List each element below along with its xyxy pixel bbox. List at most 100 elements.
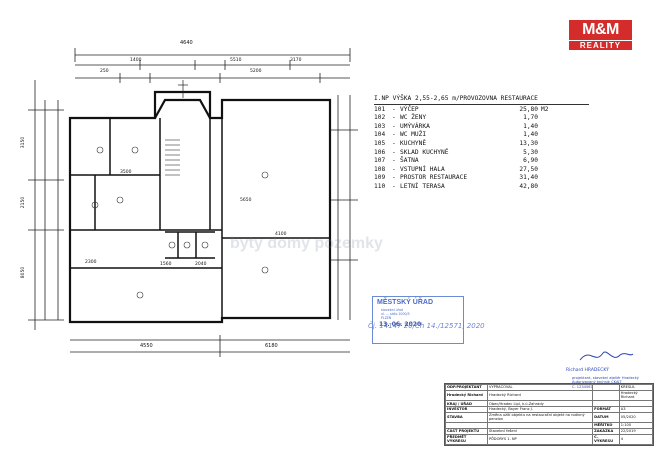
title-block-cell: PŘEDMĚT VÝKRESU	[445, 433, 488, 446]
dim-top-2: 5200	[250, 69, 262, 74]
legend-num: 102	[374, 114, 386, 122]
legend-area: 1,40	[523, 131, 538, 139]
dim-top-4: 1400	[130, 58, 142, 63]
stamp-line: PLZEŇ	[381, 316, 392, 320]
legend-area: 1,70	[523, 114, 538, 122]
title-block-cell: STAVBA	[445, 411, 488, 424]
title-block-cell: Změna užití objektu na restaurační objek…	[486, 411, 594, 424]
legend-dash: -	[392, 182, 396, 190]
title-block-cell: 05/2020	[618, 411, 654, 424]
signature-scribble	[579, 351, 634, 361]
legend-area: 13,30	[519, 139, 538, 147]
title-block-cell: DATUM	[592, 411, 620, 424]
signature-name: Richard HRADECKÝ	[566, 368, 609, 373]
dim-inner-2: 3500	[120, 170, 132, 175]
legend-dash: -	[392, 148, 396, 156]
legend-num: 104	[374, 131, 386, 139]
room-legend: I.NP VÝŠKA 2,55-2,65 m/PROVOZOVNA RESTAU…	[374, 95, 589, 192]
legend-num: 106	[374, 148, 386, 156]
legend-dash: -	[392, 114, 396, 122]
legend-area: 31,40	[519, 174, 538, 182]
dim-bottom-1: 4550	[140, 343, 153, 349]
legend-name: SKLAD KUCHYNĚ	[400, 148, 449, 156]
legend-area: 27,50	[519, 165, 538, 173]
dim-left-2: 2150	[21, 196, 27, 209]
dim-top-1: 250	[100, 69, 109, 74]
legend-row: 108-VSTUPNÍ HALA 27,50	[374, 166, 589, 175]
logo-reality: REALITY	[569, 41, 632, 50]
dim-left-3: 8050	[21, 266, 27, 279]
legend-num: 108	[374, 165, 386, 173]
legend-area: 5,30	[523, 148, 538, 156]
stamp-line: ul. ... sídlo 1000/5	[381, 312, 410, 316]
legend-area: 1,40	[523, 122, 538, 130]
logo-mm: M&M	[569, 20, 632, 40]
legend-name: KUCHYNĚ	[400, 139, 427, 147]
legend-num: 103	[374, 122, 386, 130]
legend-name: PROSTOR RESTAURACE	[400, 174, 468, 182]
dim-top-5: 5510	[230, 58, 242, 63]
legend-num: 109	[374, 174, 386, 182]
stamp-title: MĚSTSKÝ ÚŘAD	[377, 299, 434, 306]
legend-row: 104-WC MUŽI 1,40	[374, 131, 589, 140]
legend-area: 42,80	[519, 182, 538, 190]
legend-dash: -	[392, 157, 396, 165]
legend-row: 102-WC ŽENY 1,70	[374, 114, 589, 123]
legend-name: VÝČEP	[400, 105, 419, 113]
legend-dash: -	[392, 122, 396, 130]
dim-inner-6: 2040	[195, 262, 207, 267]
legend-dash: -	[392, 131, 396, 139]
signature-line: Autorizovaný technik ČKAIT	[572, 380, 622, 385]
legend-num: 107	[374, 157, 386, 165]
legend-dash: -	[392, 174, 396, 182]
stamp-line: stavební úřad	[381, 308, 403, 312]
title-block-cell: Č. VÝKRESU	[592, 433, 620, 446]
title-block-cell: Hradecký Richard	[486, 389, 594, 402]
legend-header: I.NP VÝŠKA 2,55-2,65 m/PROVOZOVNA RESTAU…	[374, 95, 589, 105]
legend-num: 101	[374, 105, 386, 113]
legend-name: ŠATNA	[400, 157, 419, 165]
dim-top-3: 3170	[290, 58, 302, 63]
legend-unit: M2	[541, 105, 549, 113]
dim-inner-4: 4100	[275, 232, 287, 237]
legend-name: WC ŽENY	[400, 114, 427, 122]
legend-row: 103-UMÝVÁRKA 1,40	[374, 123, 589, 132]
legend-name: WC MUŽI	[400, 131, 427, 139]
legend-name: UMÝVÁRKA	[400, 122, 430, 130]
handwritten-reference: Čj. 14147 20/Ch 14./12571, 2020	[368, 322, 485, 330]
legend-dash: -	[392, 139, 396, 147]
title-block-cell: 4	[618, 433, 654, 446]
legend-area: 6,90	[523, 157, 538, 165]
dim-inner-3: 5650	[240, 198, 252, 203]
title-block-cell	[592, 389, 620, 402]
dim-top-total: 4640	[180, 40, 193, 46]
office-stamp: MĚSTSKÝ ÚŘAD stavební úřad ul. ... sídlo…	[372, 296, 464, 344]
dim-inner-1: 2300	[85, 260, 97, 265]
legend-name: LETNÍ TERASA	[400, 182, 445, 190]
legend-row: 107-ŠATNA 6,90	[374, 157, 589, 166]
dim-left-1: 3150	[21, 136, 27, 149]
title-block-cell: Hradecký Richard	[445, 389, 488, 402]
title-block-cell: PŮDORYS 1. NP	[486, 433, 594, 446]
legend-row: 109-PROSTOR RESTAURACE 31,40	[374, 174, 589, 183]
legend-name: VSTUPNÍ HALA	[400, 165, 445, 173]
watermark: byty domy pozemky	[230, 235, 383, 252]
legend-dash: -	[392, 105, 396, 113]
legend-num: 105	[374, 139, 386, 147]
dim-bottom-2: 6180	[265, 343, 278, 349]
stamp-date: 13. 06. 2020	[379, 321, 422, 328]
legend-dash: -	[392, 165, 396, 173]
legend-area: 25,80	[519, 105, 538, 113]
signature-line: projektant, stavební ateliér Hradecký	[572, 376, 639, 380]
legend-row: 105-KUCHYNĚ 13,30	[374, 140, 589, 149]
realty-logo: M&M REALITY	[569, 20, 632, 50]
dim-inner-5: 1560	[160, 262, 172, 267]
